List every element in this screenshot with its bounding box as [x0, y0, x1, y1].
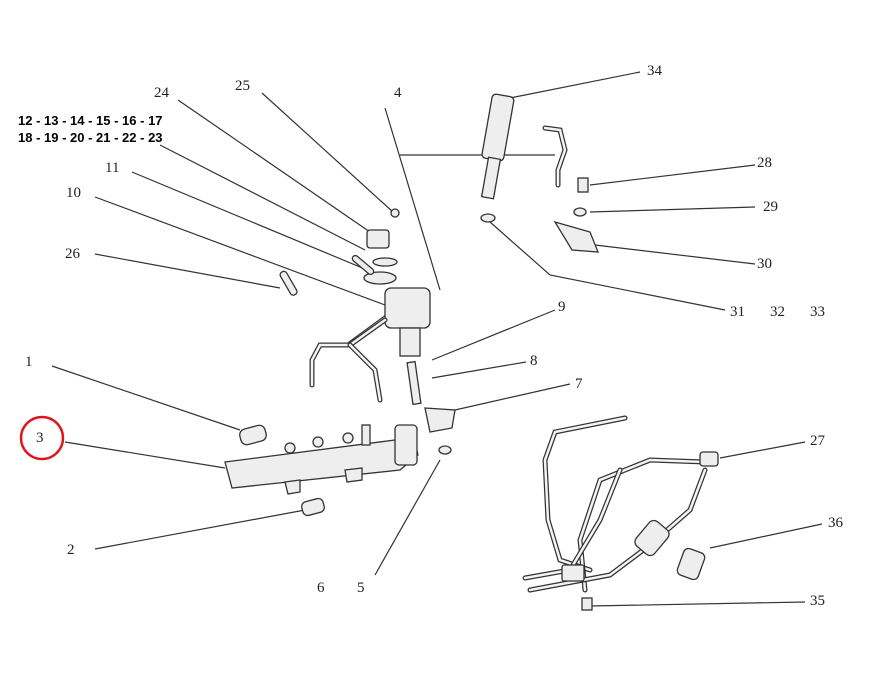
label-2: 2 — [67, 542, 75, 558]
pin-8[interactable] — [406, 360, 422, 406]
label-9: 9 — [558, 299, 566, 315]
rail-fitting-1[interactable] — [238, 424, 267, 446]
label-35: 35 — [810, 593, 825, 609]
pin-26[interactable] — [279, 270, 298, 296]
filter-36[interactable] — [676, 547, 706, 581]
clamp-30[interactable] — [553, 220, 599, 253]
label-8: 8 — [530, 353, 538, 369]
label-36: 36 — [828, 515, 844, 531]
label-27: 27 — [810, 433, 826, 449]
label-6: 6 — [317, 580, 325, 596]
high-pressure-pump[interactable] — [351, 208, 431, 357]
label-12-17: 12 - 13 - 14 - 15 - 16 - 17 — [18, 113, 163, 128]
label-28: 28 — [757, 155, 772, 171]
return-hose-assembly[interactable] — [522, 415, 719, 593]
label-30: 30 — [757, 256, 772, 272]
label-11: 11 — [105, 160, 119, 176]
label-4: 4 — [394, 85, 402, 101]
label-32: 32 — [770, 304, 785, 320]
label-10: 10 — [66, 185, 81, 201]
label-5: 5 — [357, 580, 365, 596]
highlight-circle — [19, 415, 65, 461]
washer-29[interactable] — [573, 207, 587, 217]
label-31: 31 — [730, 304, 745, 320]
fuel-rail[interactable] — [224, 424, 419, 495]
bolt-28[interactable] — [577, 177, 589, 193]
label-24: 24 — [154, 85, 170, 101]
bolt-35[interactable] — [581, 597, 593, 611]
washer-5[interactable] — [438, 445, 452, 455]
label-26: 26 — [65, 246, 81, 262]
label-1: 1 — [25, 354, 33, 370]
leader-lines — [51, 71, 823, 607]
label-3: 3 — [36, 430, 44, 446]
label-29: 29 — [763, 199, 778, 215]
supply-pipe[interactable] — [309, 317, 388, 403]
part-labels: 1 2 3 4 5 6 7 8 9 10 11 12 - 13 - 14 - 1… — [18, 63, 844, 609]
label-33: 33 — [810, 304, 825, 320]
label-34: 34 — [647, 63, 663, 79]
label-18-23: 18 - 19 - 20 - 21 - 22 - 23 — [18, 130, 163, 145]
label-25: 25 — [235, 78, 250, 94]
injector[interactable] — [480, 93, 568, 223]
rail-fitting-2[interactable] — [301, 497, 326, 517]
label-7: 7 — [575, 376, 583, 392]
clamp-7[interactable] — [424, 407, 456, 433]
